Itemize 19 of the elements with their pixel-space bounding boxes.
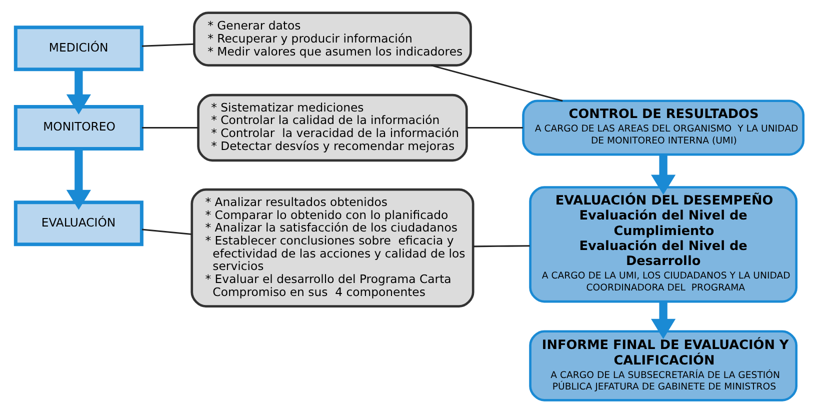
connector [141,43,194,47]
node-box: MONITOREO [13,104,143,150]
arrow [650,154,676,195]
arrow [66,149,90,210]
arrow [650,302,676,339]
connector [430,64,562,102]
connector [466,126,522,128]
connector [142,126,198,128]
node-box: CONTROL DE RESULTADOS A CARGO DE LAS AREAS DEL ORGANISMO Y LA UNIDAD DE MONITOREO INTERNA (UMI) [522,100,804,156]
connector [472,245,530,248]
node-box: MEDICIÓN [13,26,143,72]
node-box: * Sistematizar mediciones * Controlar la calidad de la información * Controlar la veracidad de la información * Detectar desvíos y recomendar mejoras [196,94,468,162]
node-box: INFORME FINAL DE EVALUACIÓN Y CALIFICACIÓN A CARGO DE LA SUBSECRETARÍA DE LA GESTIÓN PÚBLICA JEFATURA DE GABINETE DE MINISTROS [528,330,797,402]
node-box: * Generar datos * Recuperar y producir información * Medir valores que asumen los indicadores [192,12,472,66]
node-box: EVALUACIÓN [13,200,143,246]
node-box: EVALUACIÓN DEL DESEMPEÑO Evaluación del Nivel de Cumplimiento Evaluación del Nivel de Desarrollo A CARGO DE LA UMI, LOS CIUDADANOS Y LA UNIDAD COORDINADORA DEL PROGRAMA [528,186,797,303]
connector [141,228,192,236]
arrow [66,70,90,114]
node-box: * Analizar resultados obtenidos * Comparar lo obtenido con lo planificado * Analizar la satisfacción de los ciudadanos * Establecer conclusiones sobre eficacia y efectividad de las acciones y calidad de los servicios * Evaluar el desarrollo del Programa Carta Compromiso en sus 4 componentes [190,188,474,308]
